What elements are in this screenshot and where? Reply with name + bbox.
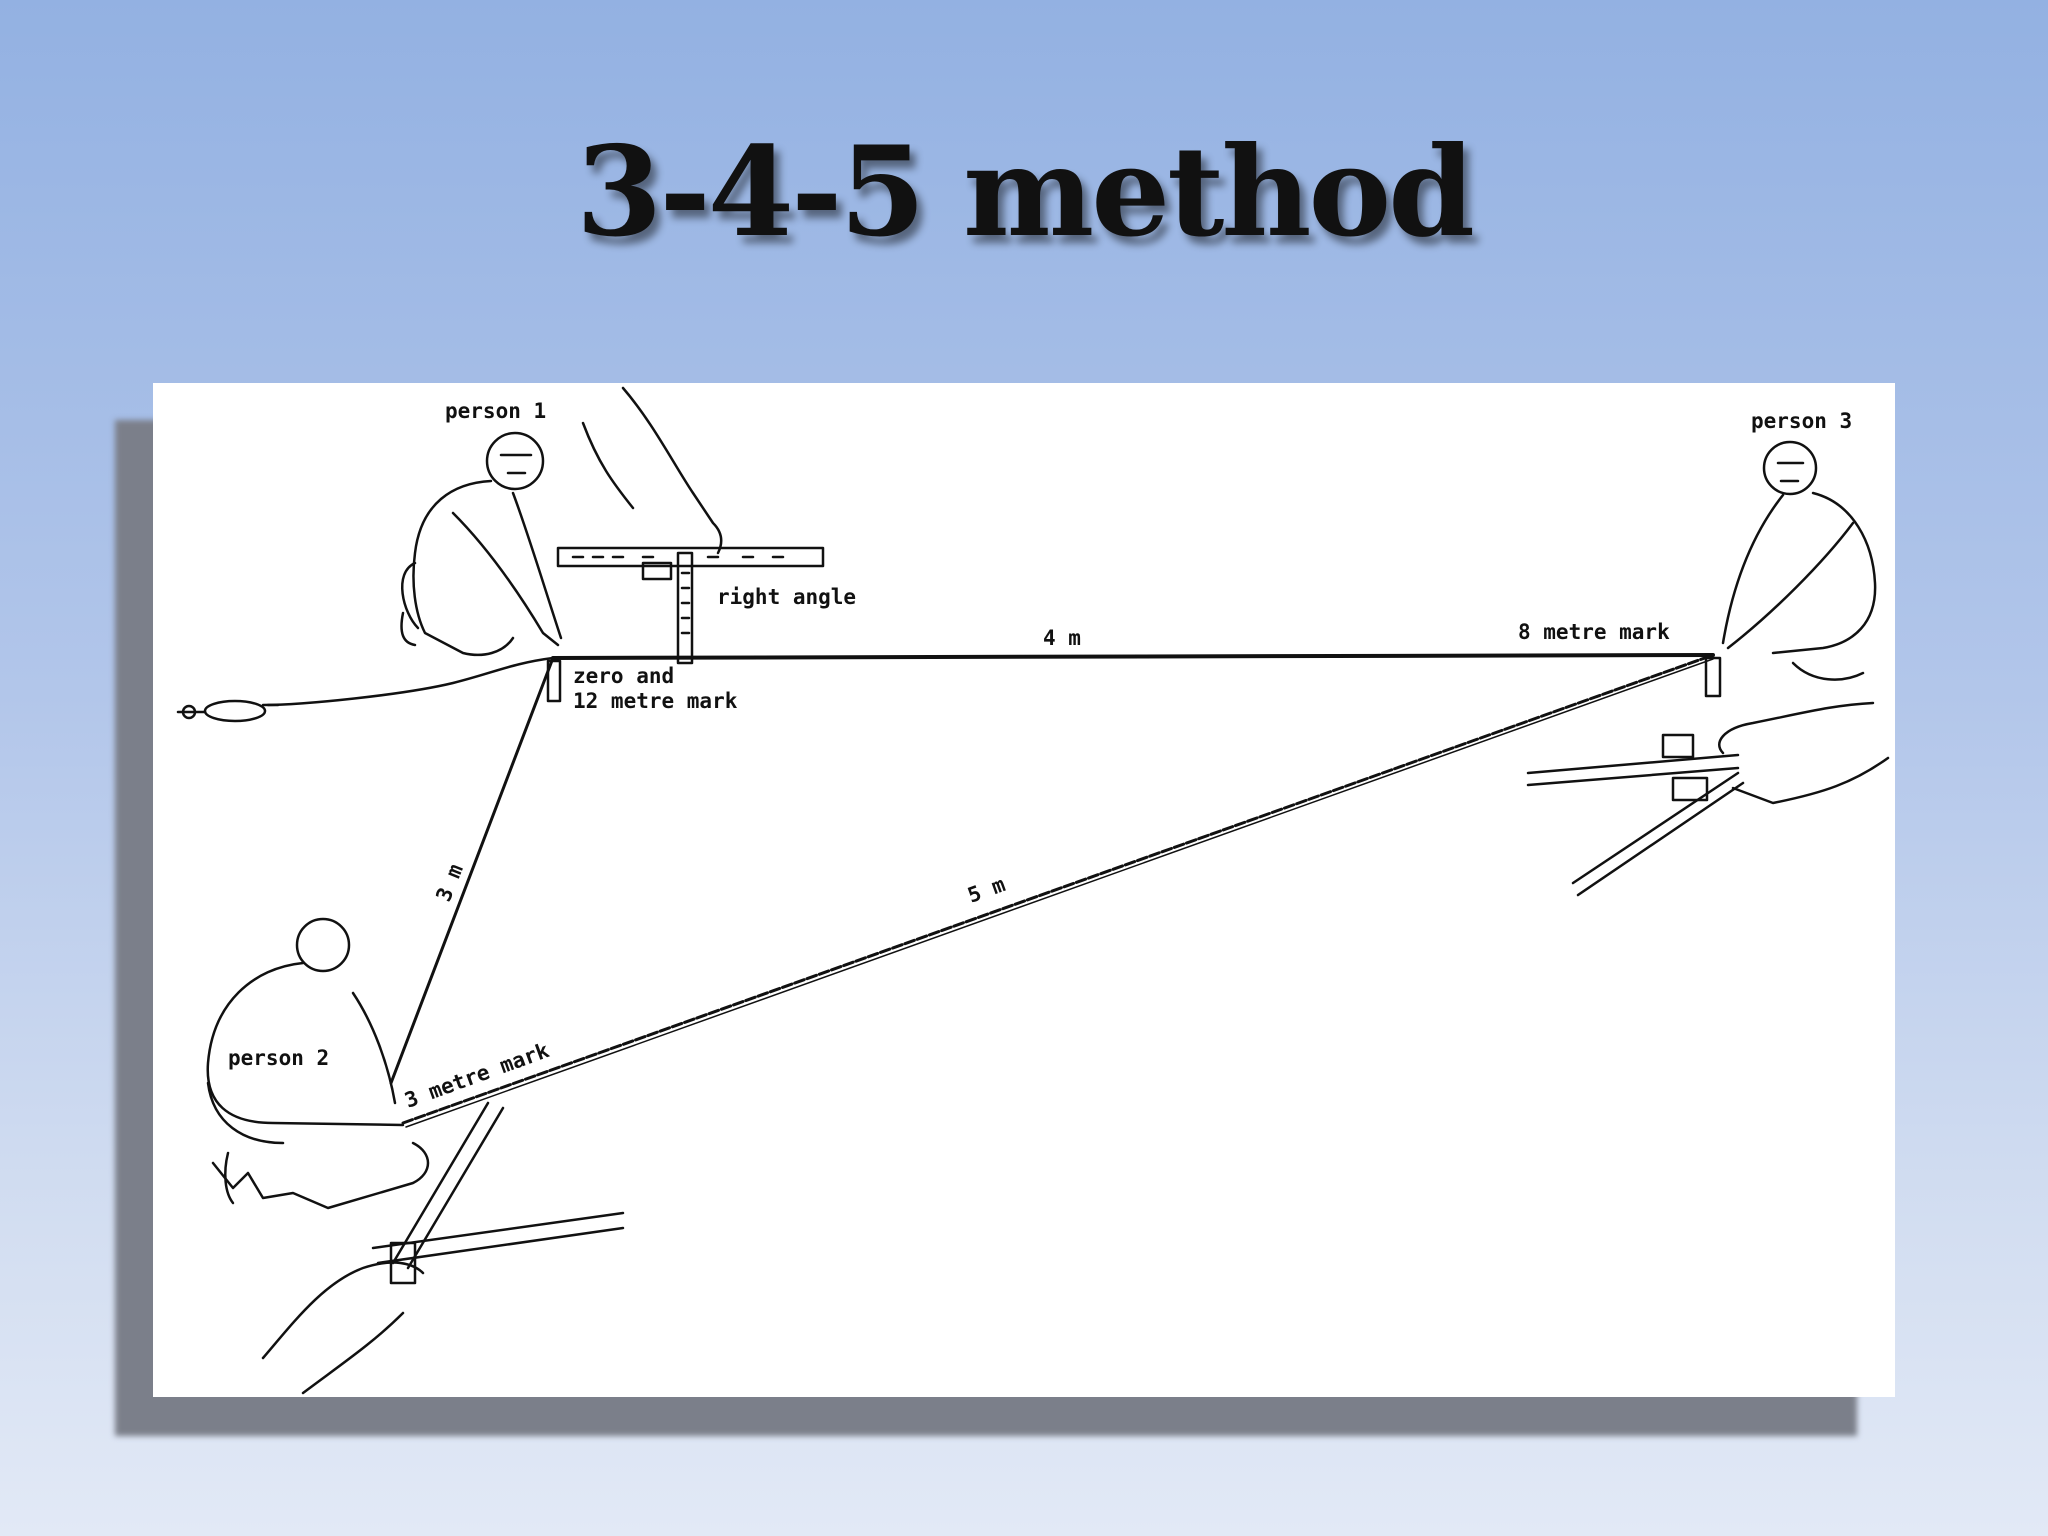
right-angle-set-square <box>556 386 825 665</box>
label-person-3: person 3 <box>1751 409 1852 433</box>
tape-side-5m <box>401 653 1715 1125</box>
label-side-4m: 4 m <box>1043 626 1081 650</box>
stake-zero <box>546 659 562 703</box>
person-3-figure <box>1721 440 1877 681</box>
label-person-1: person 1 <box>445 399 546 423</box>
tape-side-3m <box>389 656 555 1085</box>
tape-side-4m <box>551 653 1715 660</box>
figure-3-4-5-illustration: person 1 person 3 person 2 right angle z… <box>153 383 1895 1397</box>
stake-eight <box>1704 656 1722 698</box>
label-side-5m: 5 m <box>965 872 1009 908</box>
label-zero-mark-line1: zero and <box>573 664 674 688</box>
label-zero-mark-line2: 12 metre mark <box>573 689 738 713</box>
label-person-2: person 2 <box>228 1046 329 1070</box>
person-2-figure <box>206 917 430 1210</box>
slide-title: 3-4-5 method <box>576 120 1475 265</box>
right-hand-with-tape <box>1526 701 1890 897</box>
label-right-angle: right angle <box>717 585 856 609</box>
label-eight-metre-mark: 8 metre mark <box>1518 620 1670 644</box>
tape-reel-end <box>261 656 555 707</box>
bottom-hand-with-tape <box>261 1101 625 1395</box>
triangle-diagram: person 1 person 3 person 2 right angle z… <box>176 386 1890 1395</box>
person-1-figure <box>400 431 563 657</box>
